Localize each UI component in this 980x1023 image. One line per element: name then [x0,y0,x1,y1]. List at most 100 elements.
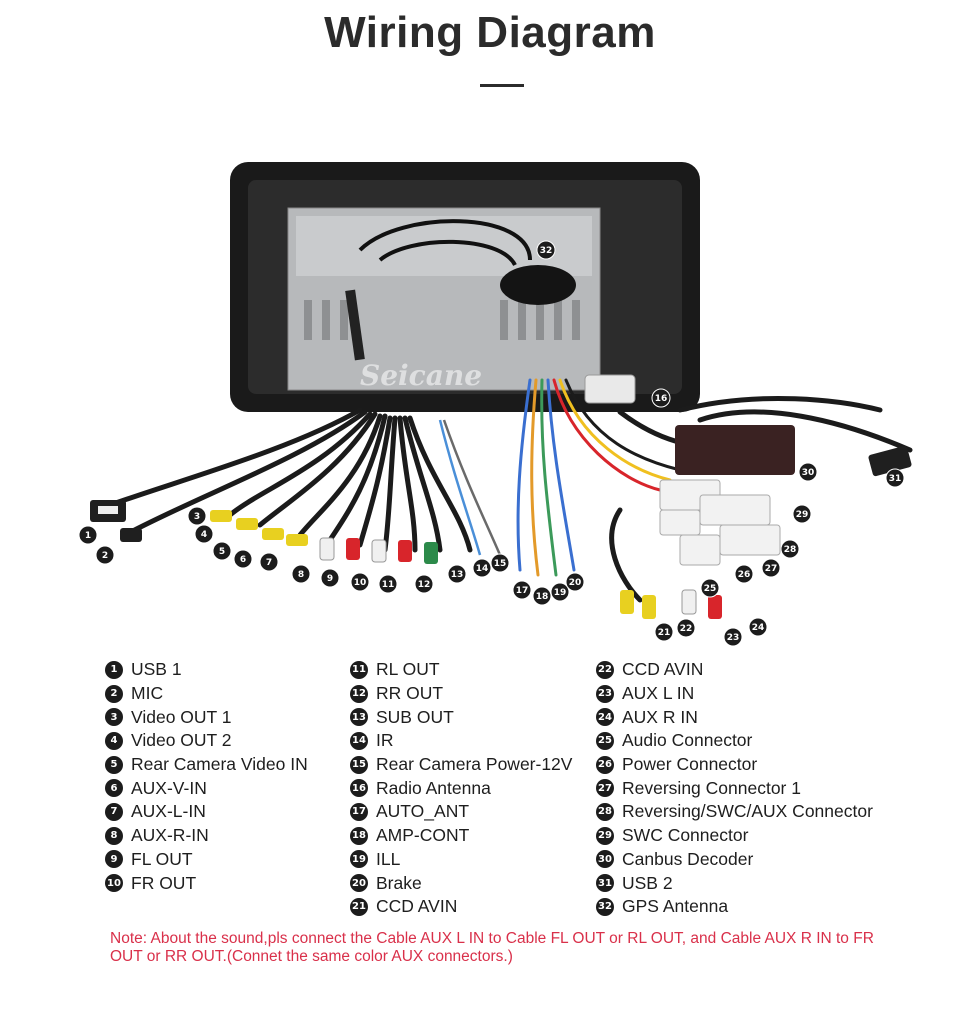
legend-label: Video OUT 2 [131,730,232,751]
callout-31: 31 [885,468,905,488]
number-badge: 20 [350,874,368,893]
legend-label: SWC Connector [622,825,749,846]
callout-26: 26 [734,564,754,584]
callout-10: 10 [350,572,370,592]
legend-item: 22 CCD AVIN [596,658,873,682]
callout-13: 13 [447,564,467,584]
number-badge: 26 [596,755,614,774]
callout-5: 5 [212,541,232,561]
legend-label: AUTO_ANT [376,801,470,822]
legend-label: Rear Camera Video IN [131,754,308,775]
callout-number: 24 [752,623,765,633]
callout-number: 11 [382,580,395,590]
number-badge: 10 [105,874,123,893]
callout-20: 20 [565,572,585,592]
legend-label: Radio Antenna [376,777,491,798]
callout-number: 10 [354,578,367,588]
callout-number: 2 [102,551,108,561]
callout-number: 26 [738,570,751,580]
gps-antenna [500,265,576,305]
callout-16: 16 [651,388,671,408]
legend-label: RL OUT [376,659,440,680]
title-underline [480,84,524,87]
number-badge: 28 [596,802,614,821]
callout-22: 22 [676,618,696,638]
legend-label: CCD AVIN [622,659,704,680]
callout-number: 7 [266,558,272,568]
legend-label: Video OUT 1 [131,706,232,727]
number-badge: 1 [105,660,123,679]
radio-antenna-plug [584,374,636,404]
callout-3: 3 [187,506,207,526]
legend-label: Reversing/SWC/AUX Connector [622,801,873,822]
number-badge: 27 [596,779,614,798]
number-badge: 23 [596,684,614,703]
callout-17: 17 [512,580,532,600]
callout-8: 8 [291,564,311,584]
number-badge: 21 [350,897,368,916]
callout-2: 2 [95,545,115,565]
usb-2-connector [868,445,912,477]
callout-number: 16 [655,394,668,404]
callout-number: 5 [219,547,225,557]
white-connectors-group [659,479,781,566]
callout-number: 12 [418,580,431,590]
callout-1: 1 [78,525,98,545]
callout-number: 8 [298,570,304,580]
callout-28: 28 [780,539,800,559]
sound-connection-note: Note: About the sound,pls connect the Ca… [110,930,874,965]
legend-item: 5 Rear Camera Video IN [105,753,308,777]
number-badge: 24 [596,708,614,727]
callout-number: 31 [889,474,902,484]
number-badge: 18 [350,826,368,845]
number-badge: 4 [105,731,123,750]
number-badge: 19 [350,850,368,869]
rca-yellow-group [210,510,308,546]
callout-14: 14 [472,558,492,578]
callout-number: 3 [194,512,200,522]
legend-label: MIC [131,683,164,704]
callout-number: 29 [796,510,809,520]
legend-label: GPS Antenna [622,896,729,917]
callout-number: 28 [784,545,797,555]
callout-6: 6 [233,549,253,569]
callout-number: 1 [85,531,91,541]
legend-label: SUB OUT [376,706,454,727]
number-badge: 5 [105,755,123,774]
callout-21: 21 [654,622,674,642]
callout-30: 30 [798,462,818,482]
number-badge: 8 [105,826,123,845]
watermark-text: Seicane [360,359,482,392]
callout-number: 14 [476,564,489,574]
callout-number: 4 [201,530,207,540]
callout-number: 25 [704,584,717,594]
callout-number: 6 [240,555,246,565]
callout-number: 23 [727,633,740,643]
callout-number: 18 [536,592,549,602]
legend-label: AUX-R-IN [131,825,209,846]
wiring-illustration: Seicane [78,162,913,647]
legend-label: AUX-V-IN [131,777,207,798]
number-badge: 12 [350,684,368,703]
number-badge: 22 [596,660,614,679]
mic-connector [120,528,142,542]
callout-number: 15 [494,559,507,569]
callout-7: 7 [259,552,279,572]
